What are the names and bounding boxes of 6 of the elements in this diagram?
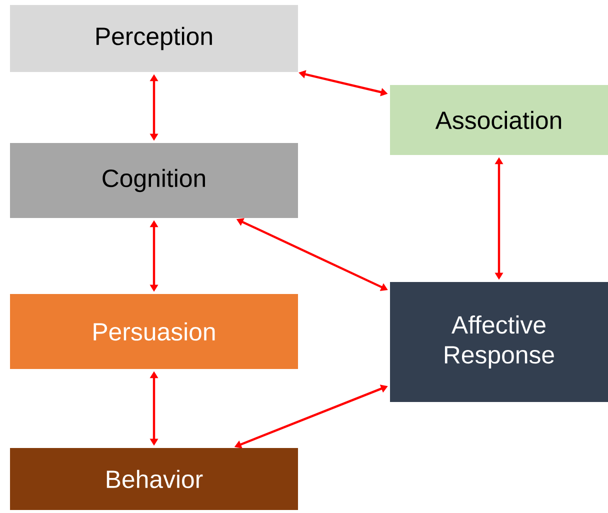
- process-box: Affective Response: [390, 282, 608, 402]
- process-box: Cognition: [10, 142, 298, 218]
- process-box: Perception: [10, 5, 298, 72]
- process-box: Persuasion: [10, 294, 298, 369]
- process-box: Behavior: [10, 448, 298, 510]
- process-box: Association: [390, 84, 608, 155]
